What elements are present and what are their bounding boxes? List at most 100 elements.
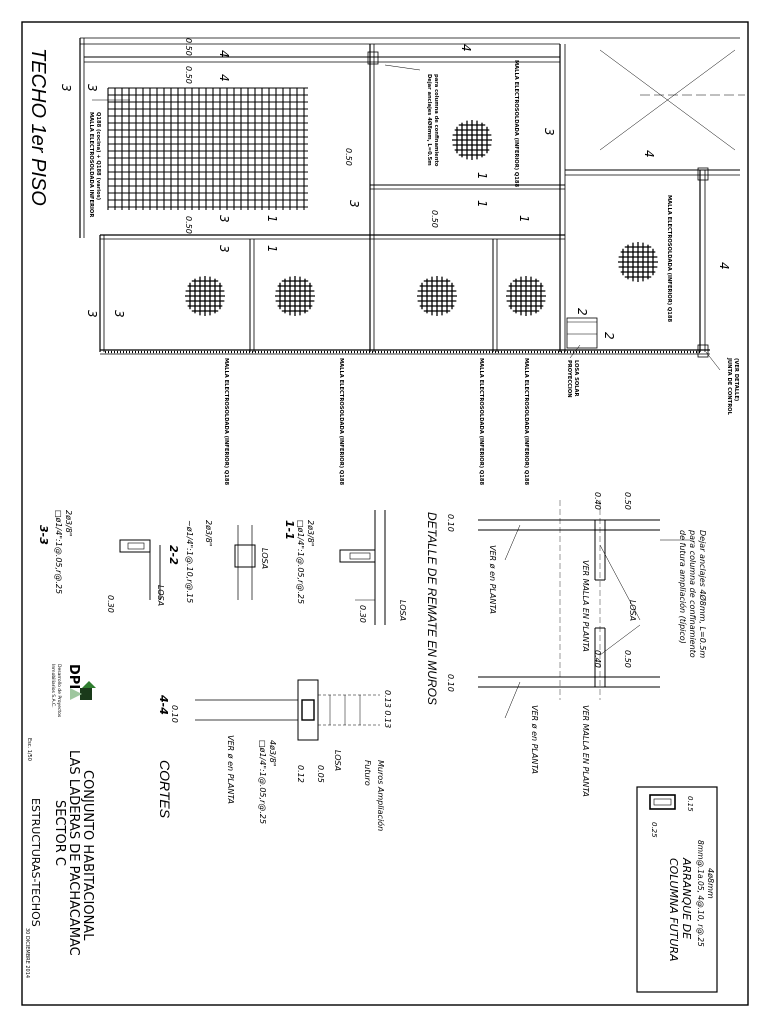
sheet-border [21,21,749,1006]
drawing-name: ESTRUCTURAS-TECHOS [29,798,42,927]
mesh-circle [618,242,658,282]
remate-labels: Dejar anclajes 4Ø8mm, L=0.5m para column… [446,492,708,797]
section-mark: 4 [217,74,231,82]
remate-title: DETALLE DE REMATE EN MUROS [425,512,439,705]
remate-dim-050b: 0.50 [623,650,632,668]
cortes-labels: CORTES 1-1 2ø3/8" □ø1/4":1@.05,r@.25 LOS… [37,510,407,831]
proyeccion-note: PROYECCION [566,360,572,398]
corte-3-id: 3-3 [37,525,50,545]
mesh-circle [417,276,457,316]
arranque-box [636,786,718,993]
corte-1-losa: LOSA [398,600,407,621]
corte-2-losa: LOSA [260,548,269,569]
remate-dim-010: 0.10 [446,514,455,532]
section-mark: 2 [575,308,589,316]
mesh-circle [506,276,546,316]
title-block: CONJUNTO HABITACIONAL LAS LADERAS DE PAC… [24,738,95,978]
junta-note: JUNTA DE CONTROL [726,357,732,416]
cortes-drawings [119,510,386,741]
mesh-circle [275,276,315,316]
section-mark: 1 [475,200,489,208]
arranque-title-1: ARRANQUE DE [680,857,693,939]
junta-note-2: (VER DETALLE) [733,358,739,401]
corte-3-dim-b: 0.30 [106,595,115,613]
corte-3-losa: LOSA [156,585,165,606]
section-mark: 4 [642,150,656,158]
remate-dim-040b: 0.40 [593,650,602,668]
section-mark: 3 [112,310,126,318]
arranque-dim-015: 0.15 [686,796,694,812]
arranque-spec-2: 8mm@.1a.05, 4@.10, r@.25 [696,840,705,947]
section-mark: 3 [217,245,231,253]
malla-note-right: MALLA ELECTROSOLDADA (INFERIOR) Q188 [666,195,672,323]
anclaje-note-2: para columna de confinamiento [433,74,439,167]
logo-text: DPI [66,664,81,689]
corte-1-stirrups: □ø1/4":1@.05,r@.25 [296,520,305,604]
remate-ver-malla-2: VER MALLA EN PLANTA [581,705,590,797]
remate-dim-040: 0.40 [593,492,602,510]
scale: Esc. 1/50 [26,738,32,761]
mesh-grid-large [107,87,308,210]
dim-label: 0.50 [184,66,193,84]
remate-note-3: de futura ampliación (típico) [678,530,688,644]
remate-note-1: Dejar anclajes 4Ø8mm, L=0.5m [698,530,708,658]
corte-4-ver-o: VER ø en PLANTA [226,735,235,804]
section-mark: 4 [217,50,231,58]
corte-2-bars: 2ø3/8" [204,520,213,547]
remate-dim-050: 0.50 [623,492,632,510]
malla-note-top-left-2: Q188 (cocina) + Q188 (varios) [95,112,101,200]
mesh-circle [185,276,225,316]
dim-label: 0.50 [184,38,193,56]
section-mark: 4 [459,44,473,52]
corte-1-dim-b: 0.30 [358,605,367,623]
project-line-1: CONJUNTO HABITACIONAL [80,770,95,941]
logo-subtitle-2: Inmobiliarios S.A.C. [50,664,56,708]
corte-2-stirrups: ~ø1/4":1@.10,r@.15 [185,520,194,603]
section-mark: 3 [542,128,556,136]
remate-ver-o-1: VER ø en PLANTA [488,545,497,614]
corte-4-dim-b: 0.12 [296,765,305,783]
logo-subtitle-1: Desarrollo de Proyectos [56,664,62,718]
arranque-dim-025: 0.25 [650,822,658,838]
section-mark: 1 [475,172,489,180]
remate-dim-010b: 0.10 [446,674,455,692]
section-mark: 3 [59,84,73,92]
corte-4-stirrups: □ø1/4":1@.05,r@.25 [258,740,267,824]
arranque-title-2: COLUMNA FUTURA [667,858,680,962]
corte-2-id: 2-2 [167,545,180,565]
corte-3-bars: 2ø3/8" [64,510,73,537]
malla-note-1: MALLA ELECTROSOLDADA (INFERIOR) Q188 [223,358,229,486]
dim-label: 0.50 [344,148,353,166]
corte-4-dim-013: 0.13 0.13 [383,690,392,728]
corte-4-bars: 4ø3/8" [268,740,277,767]
remate-detail [478,500,690,719]
proyeccion-note-2: LOSA SOLAR [573,360,579,397]
corte-4-futuro: Futuro [363,760,372,786]
corte-4-muros: Muros Ampliación [376,760,386,831]
dim-label: 0.50 [184,216,193,234]
corte-4-id: 4-4 [157,694,170,715]
malla-note-top-left: MALLA ELECTROSOLDADA INFERIOR [88,112,94,217]
section-mark: 3 [217,215,231,223]
corte-3-stirrups: □ø1/4":1@.05,r@.25 [54,510,63,594]
section-mark: 3 [85,310,99,318]
roof-plan [79,37,745,371]
arranque-spec-1: 4ø8mm [706,868,715,899]
cortes-title: CORTES [157,760,173,819]
section-mark: 3 [85,84,99,92]
plan-dimensions: 0.50 0.50 0.50 0.50 0.50 [184,38,439,234]
dim-label: 0.50 [430,210,439,228]
remate-ver-malla-1: VER MALLA EN PLANTA [581,560,590,652]
plan-notes: MALLA ELECTROSOLDADA INFERIOR Q188 (coci… [88,60,739,486]
corte-1-bars: 2ø3/8" [306,520,315,547]
malla-note-2: MALLA ELECTROSOLDADA (INFERIOR) Q188 [338,358,344,486]
section-marks: 4 4 3 3 3 3 1 1 1 1 2 2 3 3 3 3 4 4 4 1 [59,44,731,340]
remate-ver-o-2: VER ø en PLANTA [530,705,539,774]
corte-4-losa: LOSA [333,750,342,771]
anclaje-note: Dejar anclajes 4Ø8mm, L=0.5m [426,74,433,166]
plan-title: TECHO 1er PISO [27,48,49,206]
project-line-3: SECTOR C [52,800,67,866]
remate-note-2: para columna de confinamiento [688,529,697,658]
section-mark: 1 [517,215,531,223]
corte-4-dim-a: 0.10 [170,705,179,723]
